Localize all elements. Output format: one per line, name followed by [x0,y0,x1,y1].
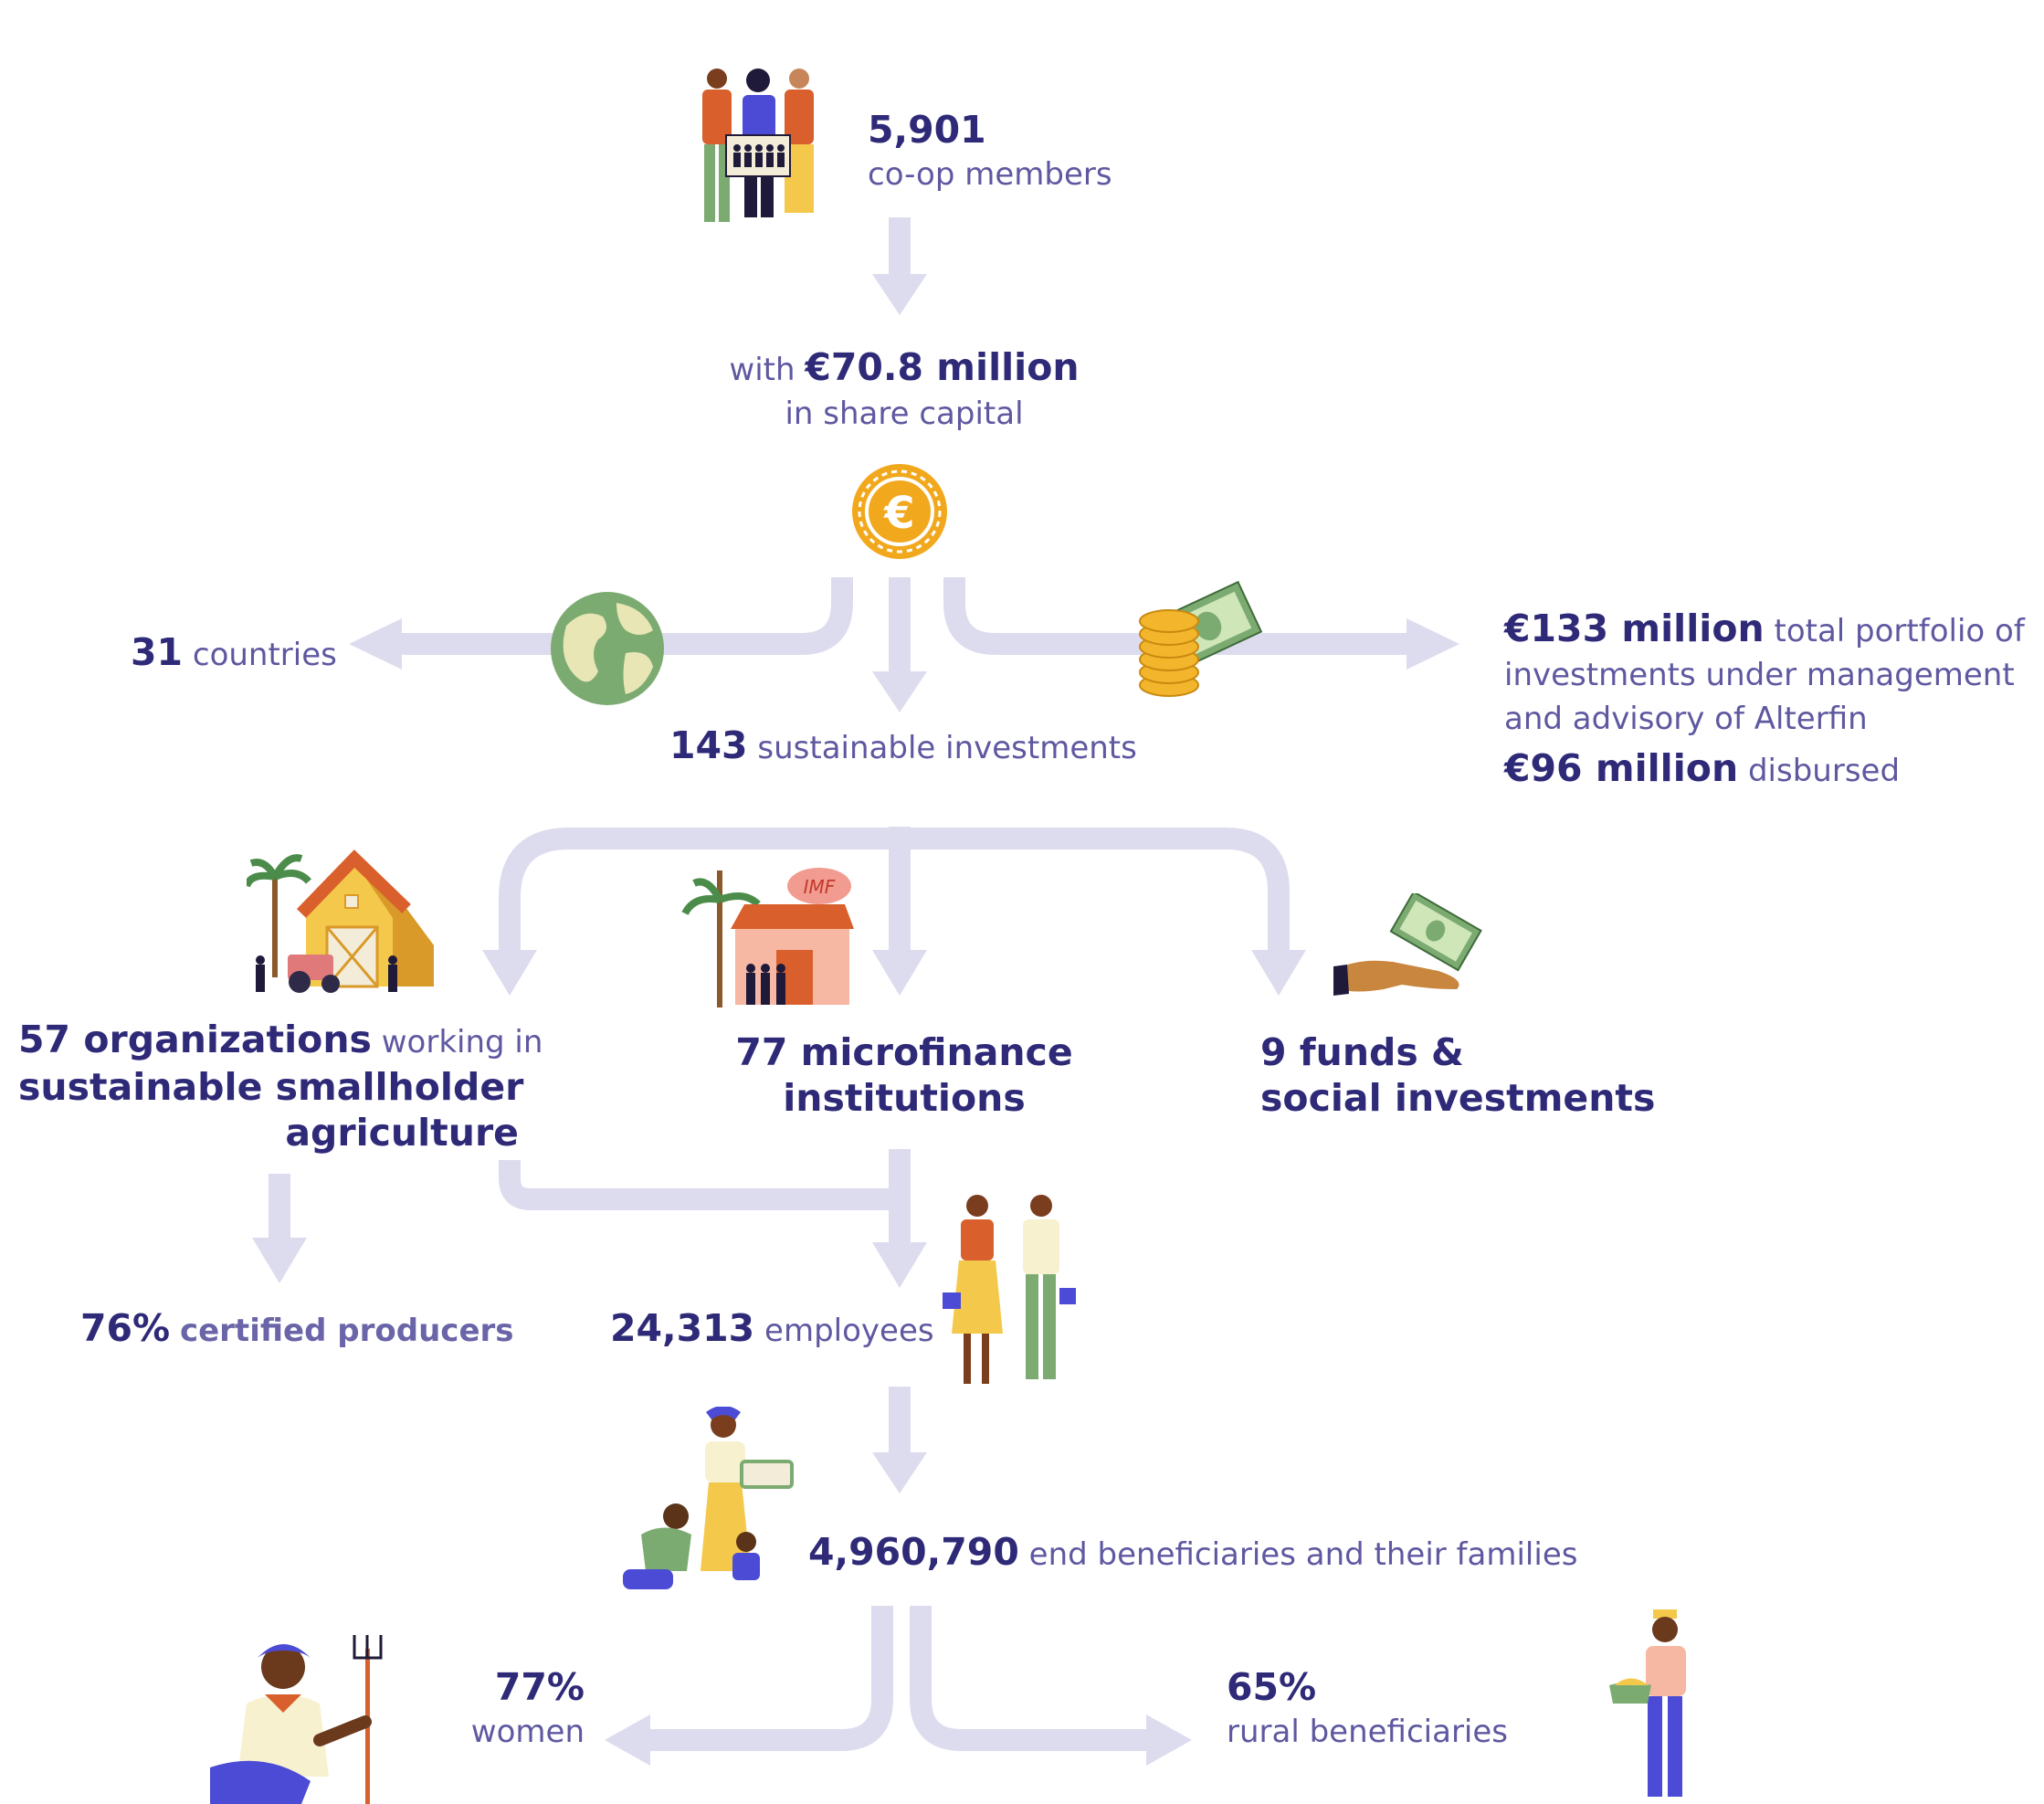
microfinance-sign: IMF [804,876,836,898]
beneficiaries-block: 4,960,790 end beneficiaries and their fa… [808,1530,1577,1577]
rural-man-icon [1609,1609,1686,1797]
globe-icon [551,592,664,705]
arrowhead [1146,1714,1192,1766]
family-beneficiaries-icon [623,1407,794,1589]
people-group-icon [702,69,814,222]
women-value: 77% [494,1665,585,1709]
portfolio-value: €133 million [1504,607,1765,650]
svg-text:€: € [883,488,914,539]
funds-line2: social investments [1260,1076,1656,1120]
women-label: women [470,1714,585,1750]
rural-block: 65% rural beneficiaries [1227,1664,1508,1754]
microfinance-block: 77 microfinance institutions [722,1029,1087,1121]
employees-block: 24,313 employees [610,1306,934,1353]
disbursed-value: €96 million [1504,746,1739,790]
capital-block: with €70.8 million in share capital [722,345,1087,436]
capital-value: €70.8 million [805,345,1080,389]
rural-value: 65% [1227,1665,1317,1709]
capital-prefix: with [729,352,795,388]
arrowhead [872,1452,927,1493]
arrowhead [872,950,927,996]
microfinance-line2: institutions [783,1076,1026,1120]
portfolio-line1: total portfolio of [1774,613,2025,649]
certified-block: 76% certified producers [80,1306,514,1353]
agriculture-value: 57 organizations [18,1018,372,1061]
countries-label: countries [192,637,337,673]
members-block: 5,901 co-op members [868,107,1112,196]
rural-label: rural beneficiaries [1227,1714,1509,1750]
women-block: 77% women [402,1664,585,1754]
arrowhead [872,274,927,315]
investments-value: 143 [669,723,748,767]
arrowhead [349,618,402,670]
investments-block: 143 sustainable investments [669,723,1137,770]
arrowhead [872,1242,927,1288]
arrowhead [482,950,537,996]
funds-block: 9 funds & social investments [1260,1029,1655,1121]
arrowhead [252,1238,307,1283]
woman-farmer-icon [210,1635,383,1804]
arrow-investments-funds [900,828,1290,950]
agriculture-block: 57 organizations working in sustainable … [18,1018,543,1155]
employees-value: 24,313 [610,1306,755,1350]
disbursed-label: disbursed [1747,753,1901,789]
hand-money-icon [1333,893,1482,996]
members-value: 5,901 [868,108,986,152]
arrow-beneficiaries-women [650,1606,893,1751]
agriculture-line3: agriculture [285,1111,519,1155]
arrowhead [605,1714,650,1766]
beneficiaries-value: 4,960,790 [808,1530,1019,1574]
arrow-agriculture-employees [499,1160,900,1210]
microfinance-line1: 77 microfinance [735,1030,1073,1074]
countries-value: 31 [131,630,184,674]
members-label: co-op members [868,156,1112,193]
investments-label: sustainable investments [757,730,1137,766]
workers-pair-icon [943,1195,1076,1384]
portfolio-block: €133 million total portfolio of investme… [1504,607,2025,793]
arrow-coin-portfolio [943,577,1407,655]
capital-label: in share capital [785,396,1024,432]
countries-block: 31 countries [131,630,337,677]
euro-coin-icon: € [852,464,947,559]
portfolio-line2: investments under management [1504,657,2015,693]
arrowhead [1407,618,1459,670]
arrow-coin-countries [402,577,853,655]
funds-line1: 9 funds & [1260,1030,1464,1074]
beneficiaries-label: end beneficiaries and their families [1028,1536,1578,1573]
employees-label: employees [764,1313,934,1349]
certified-label: certified producers [179,1313,514,1349]
agriculture-rest: working in [381,1024,543,1060]
arrowhead [1251,950,1306,996]
farm-barn-icon [247,849,434,993]
portfolio-line3: and advisory of Alterfin [1504,701,1868,737]
microfinance-house-icon: IMF [681,868,854,1007]
arrow-beneficiaries-rural [910,1606,1146,1751]
certified-value: 76% [80,1306,171,1350]
arrowhead [872,671,927,712]
agriculture-line2: sustainable smallholder [18,1065,524,1109]
arrow-investments-agriculture [499,828,900,950]
money-stack-icon [1139,580,1263,697]
